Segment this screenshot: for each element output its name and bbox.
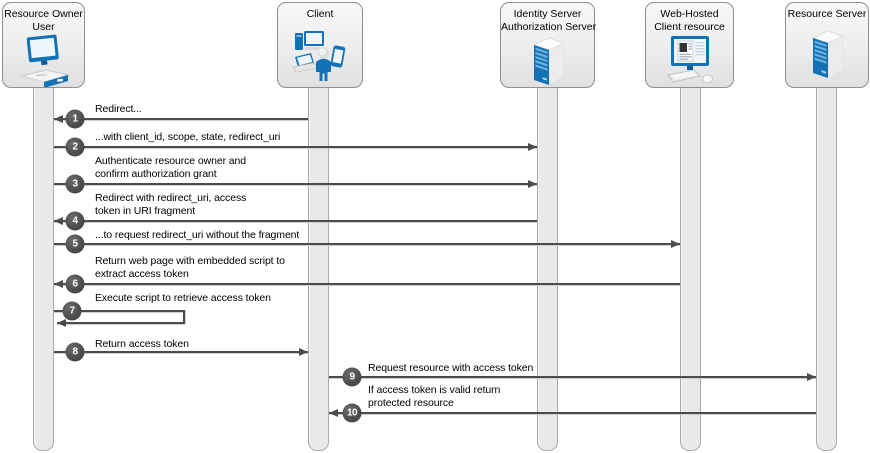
message-label-line: ...to request redirect_uri without the f… <box>95 229 300 241</box>
message-10-line <box>329 412 816 414</box>
desktop-computer-icon <box>3 34 84 87</box>
message-5-arrowhead <box>670 239 680 248</box>
message-4-line <box>53 220 537 222</box>
message-label-line: confirm authorization grant <box>95 168 217 180</box>
message-10-arrowhead <box>329 408 338 417</box>
step-badge-9: 9 <box>342 367 362 387</box>
message-2-label: ...with client_id, scope, state, redirec… <box>95 131 280 144</box>
server-rack-icon <box>786 21 868 87</box>
step-badge-6: 6 <box>65 274 85 294</box>
actor-label-line: Client resource <box>654 21 725 33</box>
actor-box-resource-server: Resource Server <box>785 2 869 88</box>
message-label-line: protected resource <box>368 397 454 409</box>
actor-label-line: Resource Server <box>787 8 867 20</box>
actor-label-line: User <box>32 21 55 33</box>
actor-label-line: Web-Hosted <box>660 8 719 20</box>
message-1-label: Redirect... <box>95 103 142 116</box>
lifeline-identity-server-authorization-server <box>536 87 558 451</box>
lifeline-client <box>308 87 329 451</box>
message-4-arrowhead <box>53 216 63 225</box>
step-badge-4: 4 <box>65 211 85 231</box>
message-9-line <box>329 376 816 378</box>
actor-label-line: Identity Server <box>513 8 582 20</box>
lifeline-web-hosted-client-resource <box>679 87 701 451</box>
message-2-arrowhead <box>527 142 537 151</box>
actor-label-resource-server: Resource Server <box>786 3 868 21</box>
actor-label-client: Client <box>278 3 362 21</box>
server-rack-icon <box>501 34 594 87</box>
message-label-line: ...with client_id, scope, state, redirec… <box>95 131 281 143</box>
message-7-line-bottom <box>56 322 185 324</box>
message-2-line <box>53 146 537 148</box>
message-label-line: Request resource with access token <box>368 362 534 374</box>
step-badge-7: 7 <box>62 301 82 321</box>
message-label-line: Authenticate resource owner and <box>95 155 246 167</box>
message-label-line: If access token is valid return <box>368 384 501 396</box>
lifeline-resource-server <box>815 87 837 451</box>
message-7-arrowhead <box>56 318 66 327</box>
message-label-line: Return web page with embedded script to <box>95 255 285 267</box>
message-label-line: token in URI fragment <box>95 205 196 217</box>
message-5-line <box>53 243 680 245</box>
message-label-line: Redirect with redirect_uri, access <box>95 192 247 204</box>
workstation-icon <box>646 34 733 87</box>
step-badge-5: 5 <box>65 234 85 254</box>
message-7-line-side <box>183 310 185 324</box>
message-8-label: Return access token <box>95 338 189 351</box>
message-label-line: extract access token <box>95 268 189 280</box>
message-label-line: Redirect... <box>95 103 142 115</box>
message-5-label: ...to request redirect_uri without the f… <box>95 229 299 242</box>
message-7-label: Execute script to retrieve access token <box>95 292 271 305</box>
message-label-line: Execute script to retrieve access token <box>95 292 271 304</box>
step-badge-3: 3 <box>65 174 85 194</box>
message-label-line: Return access token <box>95 338 189 350</box>
client-devices-icon <box>278 21 362 87</box>
message-9-label: Request resource with access token <box>368 362 533 375</box>
message-1-arrowhead <box>53 114 63 123</box>
actor-label-line: Client <box>306 8 334 20</box>
message-6-line <box>53 283 680 285</box>
step-badge-10: 10 <box>342 403 362 423</box>
message-3-arrowhead <box>527 179 537 188</box>
lifeline-resource-owner-user <box>32 87 54 451</box>
message-9-arrowhead <box>806 372 816 381</box>
step-badge-8: 8 <box>65 342 85 362</box>
actor-label-line: Authorization Server <box>501 21 597 33</box>
message-3-line <box>53 183 537 185</box>
message-8-arrowhead <box>299 347 308 356</box>
message-6-arrowhead <box>53 279 63 288</box>
message-7-line-top <box>53 310 185 312</box>
actor-label-line: Resource Owner <box>4 8 83 20</box>
step-badge-1: 1 <box>65 109 85 129</box>
message-1-line <box>53 118 308 120</box>
message-8-line <box>53 351 308 353</box>
actor-box-client: Client <box>277 2 363 88</box>
step-badge-2: 2 <box>65 137 85 157</box>
